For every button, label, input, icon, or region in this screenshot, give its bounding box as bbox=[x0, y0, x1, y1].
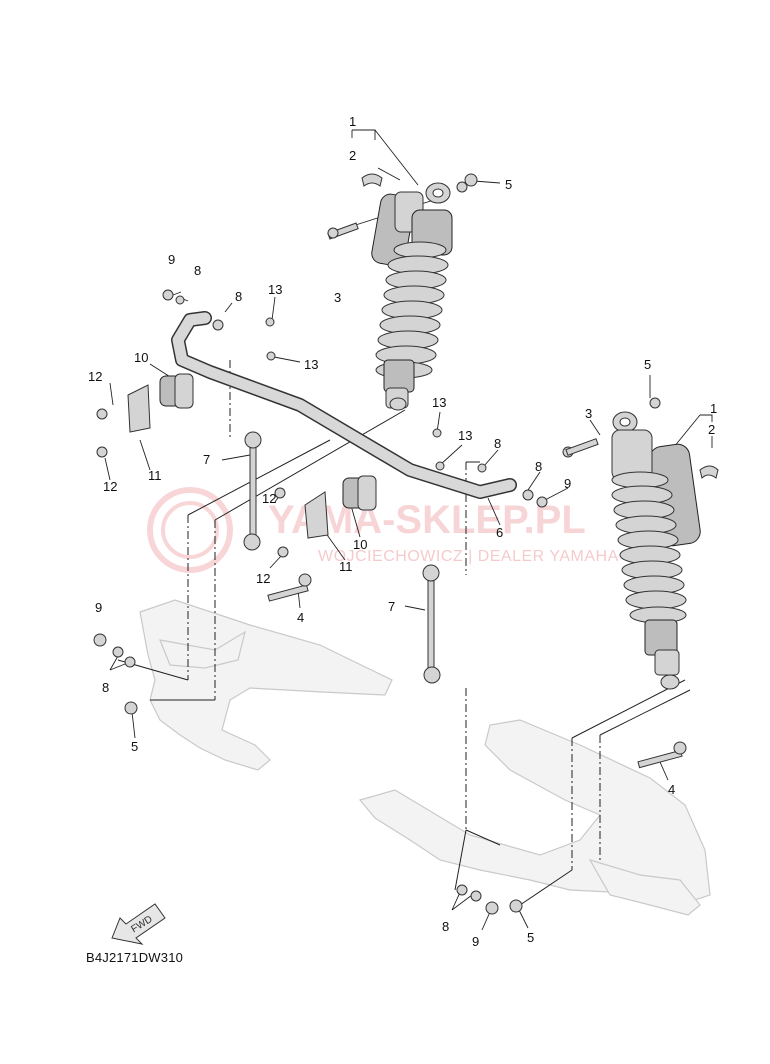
callout-9-lower-left: 9 bbox=[95, 600, 102, 615]
callout-10-right: 10 bbox=[353, 537, 367, 552]
stabilizer-links bbox=[243, 431, 441, 684]
callout-4-right: 4 bbox=[668, 782, 675, 797]
callout-13-d: 13 bbox=[458, 428, 472, 443]
rear-shock-absorber-right bbox=[611, 411, 719, 690]
callout-8-left-b: 8 bbox=[235, 289, 242, 304]
callout-7-right: 7 bbox=[388, 599, 395, 614]
callout-13-a: 13 bbox=[268, 282, 282, 297]
callout-5-top: 5 bbox=[505, 177, 512, 192]
callout-11-right: 11 bbox=[339, 559, 353, 574]
callout-13-c: 13 bbox=[432, 395, 446, 410]
drawing-code: B4J2171DW310 bbox=[86, 950, 183, 965]
callout-1-top: 1 bbox=[349, 114, 356, 129]
stabilizer-bar bbox=[171, 311, 517, 499]
callout-12-center-b: 12 bbox=[256, 571, 270, 586]
right-shock-spring bbox=[611, 471, 687, 624]
callout-3-top: 3 bbox=[334, 290, 341, 305]
callout-10-left: 10 bbox=[134, 350, 148, 365]
rear-shock-absorber-top bbox=[371, 182, 453, 411]
small-fasteners bbox=[93, 289, 661, 915]
callout-11-left: 11 bbox=[148, 468, 162, 483]
top-shock-hardware bbox=[327, 173, 478, 240]
callout-9-bottom: 9 bbox=[472, 934, 479, 949]
callout-8-right-a: 8 bbox=[494, 436, 501, 451]
callout-5-lower-left: 5 bbox=[131, 739, 138, 754]
callout-8-right-b: 8 bbox=[535, 459, 542, 474]
callout-numbers: 1 2 5 3 9 8 8 13 13 10 12 11 12 7 13 13 … bbox=[88, 114, 717, 949]
callout-8-bottom: 8 bbox=[442, 919, 449, 934]
callout-9-left: 9 bbox=[168, 252, 175, 267]
callout-6: 6 bbox=[496, 525, 503, 540]
callout-9-right: 9 bbox=[564, 476, 571, 491]
callout-12-left-a: 12 bbox=[88, 369, 102, 384]
callout-1-right: 1 bbox=[710, 401, 717, 416]
callout-13-b: 13 bbox=[304, 357, 318, 372]
callout-3-right: 3 bbox=[585, 406, 592, 421]
callout-12-left-b: 12 bbox=[103, 479, 117, 494]
callout-8-left-a: 8 bbox=[194, 263, 201, 278]
watermark-sub-text: WOJCIECHOWICZ | DEALER YAMAHA bbox=[318, 548, 619, 565]
forward-arrow-icon: FWD bbox=[111, 903, 166, 945]
callout-7-left: 7 bbox=[203, 452, 210, 467]
callout-5-right: 5 bbox=[644, 357, 651, 372]
watermark: YAMA-SKLEP.PL WOJCIECHOWICZ | DEALER YAM… bbox=[147, 487, 619, 573]
bolts bbox=[267, 438, 687, 769]
stabilizer-bushings bbox=[127, 373, 377, 539]
callout-8-lower-left: 8 bbox=[102, 680, 109, 695]
callout-2-top: 2 bbox=[349, 148, 356, 163]
right-swingarm-ghost bbox=[358, 719, 711, 916]
callout-5-bottom: 5 bbox=[527, 930, 534, 945]
callout-2-right: 2 bbox=[708, 422, 715, 437]
callout-4-left: 4 bbox=[297, 610, 304, 625]
callout-12-center-a: 12 bbox=[262, 491, 276, 506]
left-swingarm-ghost bbox=[139, 599, 393, 771]
